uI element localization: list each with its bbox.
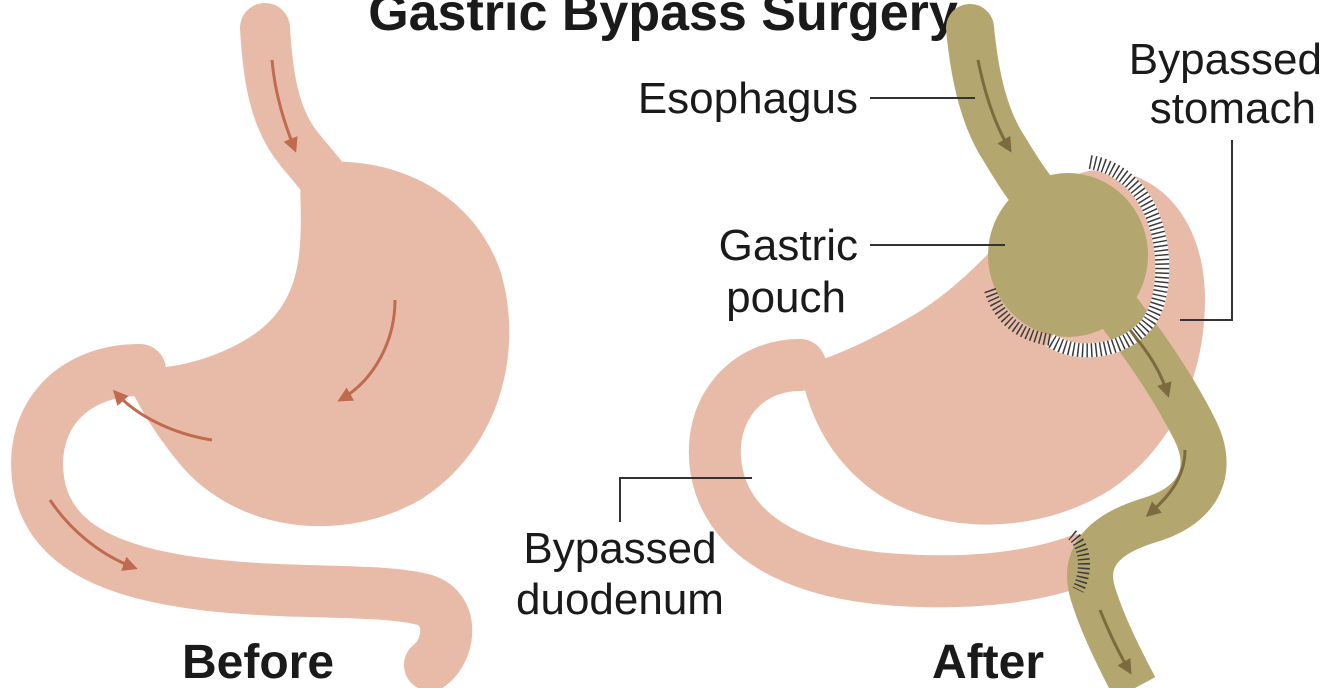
label-bypassed-duodenum-line1: Bypassed — [523, 524, 716, 573]
before-stomach-illustration — [37, 28, 509, 665]
diagram-title: Gastric Bypass Surgery — [368, 0, 958, 42]
after-caption: After — [932, 636, 1044, 688]
before-caption: Before — [182, 636, 334, 688]
label-bypassed-duodenum-line2: duodenum — [516, 575, 724, 624]
label-bypassed-stomach-line1: Bypassed — [1129, 35, 1322, 84]
after-esophagus — [970, 28, 1040, 200]
before-stomach-body — [120, 162, 509, 527]
label-gastric-pouch-line2: pouch — [726, 273, 846, 322]
label-bypassed-stomach-line2: stomach — [1150, 84, 1316, 133]
after-stomach-illustration — [715, 28, 1205, 688]
label-gastric-pouch-line1: Gastric — [719, 221, 858, 270]
label-esophagus: Esophagus — [638, 74, 858, 123]
